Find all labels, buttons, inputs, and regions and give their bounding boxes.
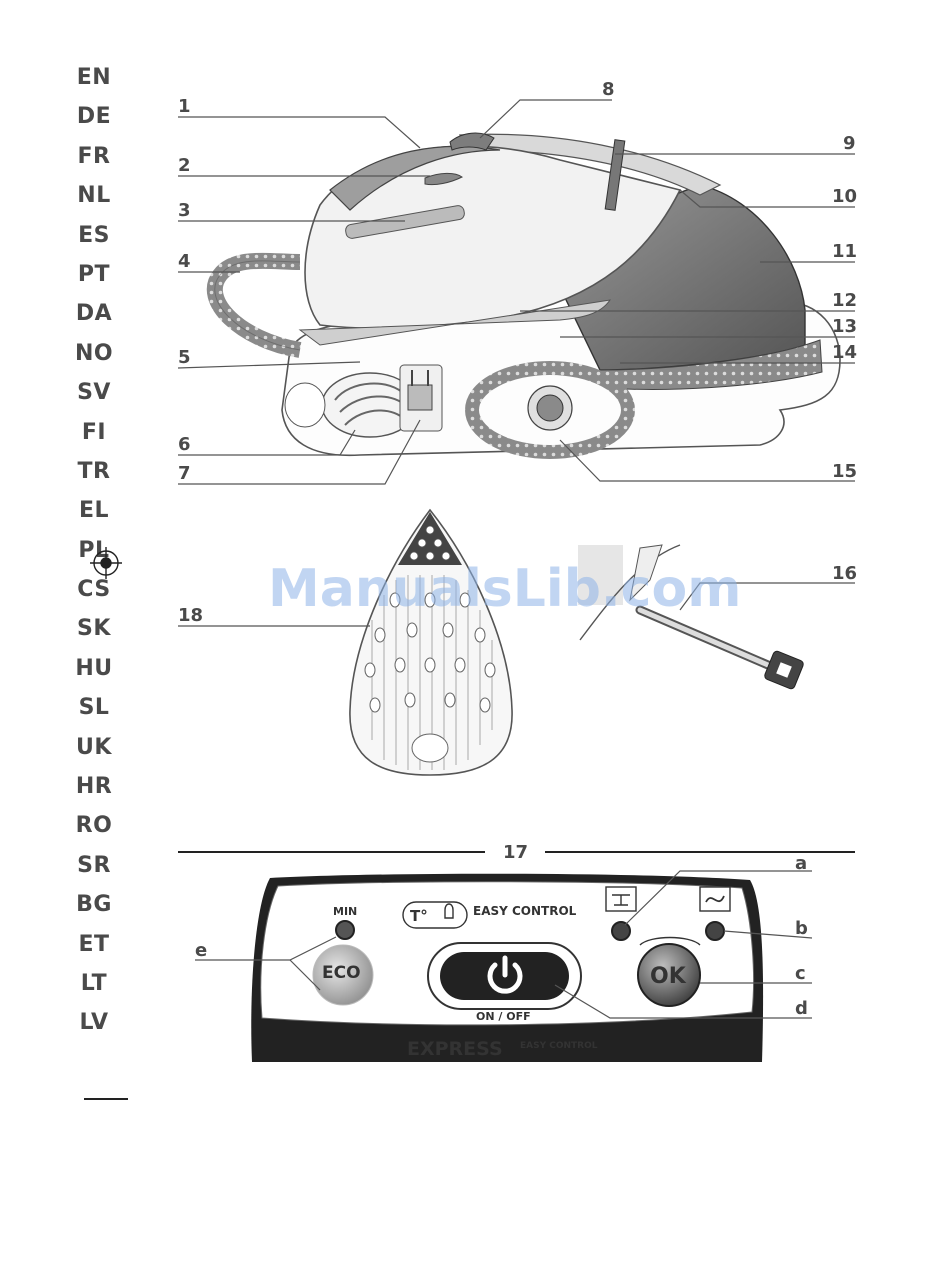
callout-8: 8 <box>602 79 615 100</box>
easy-control-label: EASY CONTROL <box>473 904 577 918</box>
callout-3: 3 <box>178 200 191 221</box>
callout-7: 7 <box>178 463 191 484</box>
min-label: MIN <box>333 905 357 918</box>
callout-18: 18 <box>178 605 203 626</box>
ok-label: OK <box>650 964 687 989</box>
control-panel: MIN ECO T° EASY CONTROL ON / OFF OK EXPR… <box>251 874 763 1062</box>
callout-17: 17 <box>503 842 528 863</box>
watermark: ManualsLib.com <box>268 559 741 619</box>
callout-11: 11 <box>832 241 857 262</box>
brand-sub-label: EASY CONTROL <box>520 1041 598 1051</box>
callout-d: d <box>795 998 808 1019</box>
steam-station-illustration <box>215 133 840 455</box>
callout-15: 15 <box>832 461 857 482</box>
callout-13: 13 <box>832 316 857 337</box>
callout-a: a <box>795 853 807 874</box>
min-led <box>336 921 354 939</box>
callout-b: b <box>795 918 808 939</box>
callout-10: 10 <box>832 186 857 207</box>
temp-symbol: T° <box>410 907 428 925</box>
brand-label: EXPRESS <box>407 1038 503 1060</box>
on-off-label: ON / OFF <box>476 1010 531 1023</box>
eco-label: ECO <box>322 963 361 983</box>
soleplate-illustration <box>350 510 512 775</box>
callout-6: 6 <box>178 434 191 455</box>
callout-2: 2 <box>178 155 191 176</box>
callout-4: 4 <box>178 251 191 272</box>
callout-16: 16 <box>832 563 857 584</box>
callout-9: 9 <box>843 133 856 154</box>
led-a <box>612 922 630 940</box>
callout-1: 1 <box>178 96 191 117</box>
callout-12: 12 <box>832 290 857 311</box>
callout-c: c <box>795 963 806 984</box>
registration-mark-icon <box>90 547 122 579</box>
callout-5: 5 <box>178 347 191 368</box>
callout-14: 14 <box>832 342 857 363</box>
led-b <box>706 922 724 940</box>
callout-e: e <box>195 940 207 961</box>
